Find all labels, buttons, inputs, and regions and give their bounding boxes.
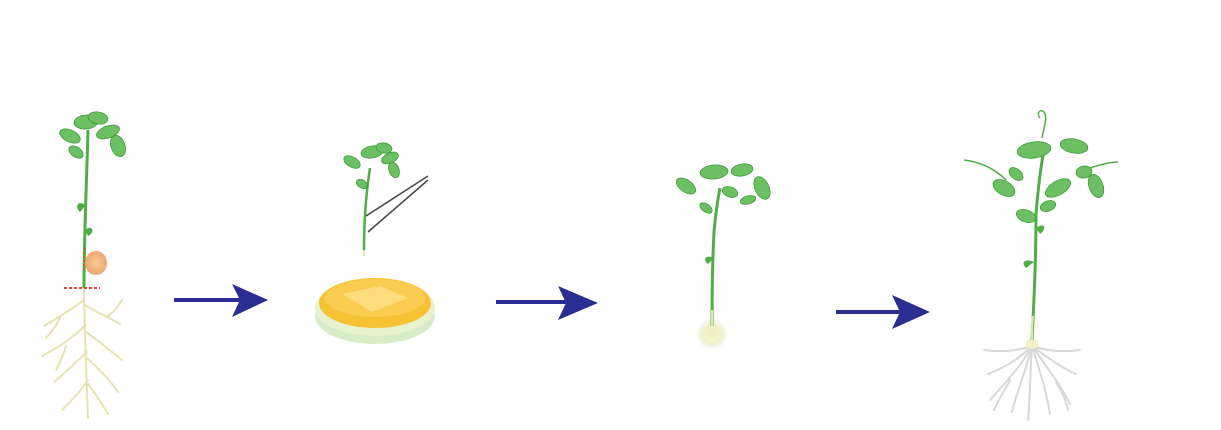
stem xyxy=(1032,150,1044,340)
forceps-icon xyxy=(366,176,428,232)
tendril-icon xyxy=(1038,111,1045,138)
stage-2-explant xyxy=(315,142,435,344)
root-system-icon xyxy=(42,288,122,418)
tendril-icon xyxy=(964,160,1006,180)
stage-3-callus-shoot xyxy=(674,162,774,350)
shoot-stem xyxy=(712,188,720,326)
tendril-icon xyxy=(1090,162,1118,168)
callus-icon xyxy=(85,251,107,275)
stage-1-seedling xyxy=(42,110,128,418)
shoot-stem xyxy=(364,168,370,250)
leaf-cluster-icon xyxy=(57,110,128,160)
stage-4-regenerated-plant xyxy=(964,111,1118,420)
leaf-cluster-icon xyxy=(342,142,402,191)
arrow-2-icon xyxy=(496,286,598,320)
leaf-cluster-icon xyxy=(674,162,774,215)
petri-dish-icon xyxy=(315,278,435,344)
root-system-icon xyxy=(984,346,1080,420)
callus-icon xyxy=(1026,339,1038,349)
arrow-1-icon xyxy=(174,284,268,317)
leaf-cluster-icon xyxy=(990,137,1107,225)
leaf xyxy=(1024,260,1034,268)
arrow-3-icon xyxy=(836,295,930,329)
callus-icon xyxy=(706,325,718,339)
